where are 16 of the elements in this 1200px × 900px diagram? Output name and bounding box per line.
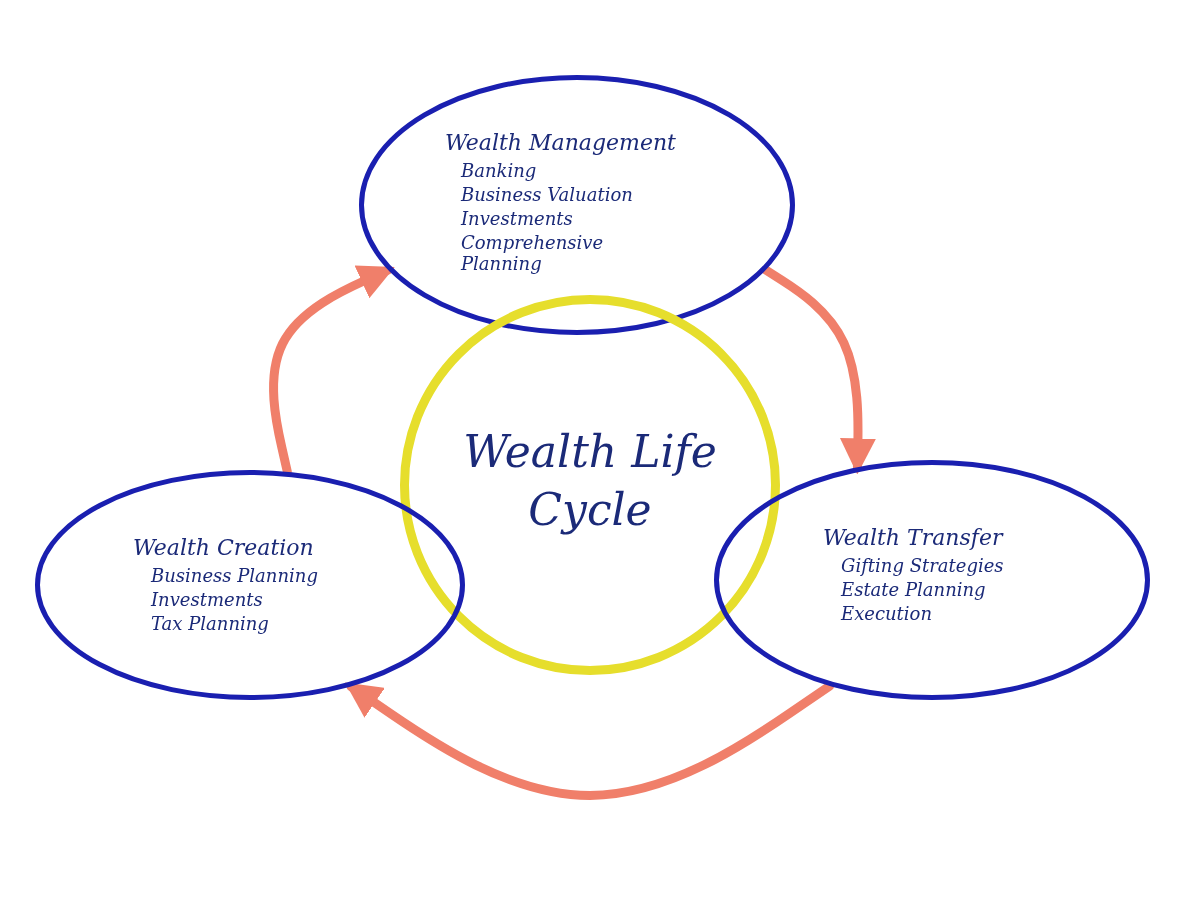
list-item: Tax Planning (151, 613, 270, 634)
list-item: Comprehensive Planning (461, 232, 605, 274)
list-item: Gifting Strategies (841, 555, 1005, 576)
section-heading: Wealth Management (445, 130, 676, 155)
section-heading: Wealth Transfer (823, 525, 1003, 550)
list-item: Investments (461, 208, 574, 229)
center-title: Wealth Life Cycle (462, 425, 718, 537)
list-item: Business Valuation (461, 184, 634, 205)
cycle-arrow (345, 681, 835, 800)
list-item: Business Planning (151, 565, 319, 586)
list-item: Investments (151, 589, 264, 610)
list-item: Estate Planning (841, 579, 987, 600)
section-heading: Wealth Creation (133, 535, 314, 560)
list-item: Execution (841, 603, 934, 624)
cycle-arrow (761, 265, 876, 475)
list-item: Banking (461, 160, 538, 181)
